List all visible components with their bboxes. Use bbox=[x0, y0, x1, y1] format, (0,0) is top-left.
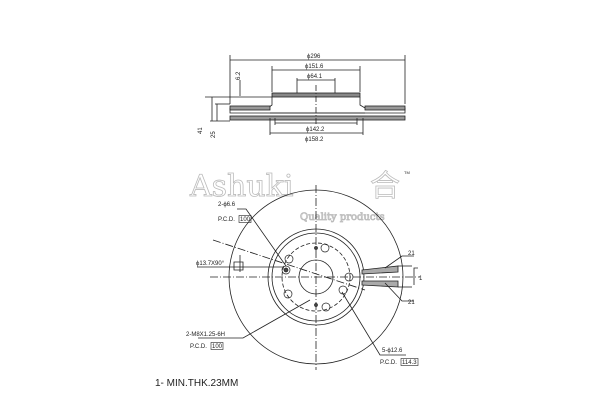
brand-tm: TM bbox=[404, 170, 410, 175]
callout-chamfer: ϕ13.7X90° bbox=[196, 261, 225, 267]
callout-small-holes-pcd-label: P.C.D. bbox=[218, 217, 235, 223]
dim-hat-inner-dia: ϕ142.2 bbox=[306, 127, 325, 133]
callout-threads-pcd-label: P.C.D. bbox=[190, 344, 207, 350]
dim-hat-thickness: 6.2 bbox=[236, 71, 242, 80]
callout-bolt-holes-pcd: 114.3 bbox=[402, 360, 417, 366]
dim-outer-dia: ϕ296 bbox=[307, 54, 321, 60]
brand-tagline: Quality products bbox=[300, 212, 385, 223]
vane-section bbox=[361, 265, 412, 288]
callout-bolt-holes: 5-ϕ12.6 bbox=[382, 348, 403, 354]
dim-hat-dia: ϕ151.6 bbox=[305, 64, 324, 70]
dim-hat-outer-dia: ϕ158.2 bbox=[305, 137, 324, 143]
dim-disc-thickness: 25 bbox=[211, 131, 217, 138]
brand-watermark: Ashuki 合 TM Quality products bbox=[189, 169, 410, 224]
callout-vane-top: 21 bbox=[408, 251, 415, 257]
bolt-holes bbox=[281, 243, 354, 312]
callout-small-holes-pcd: 100 bbox=[240, 217, 251, 223]
brand-name: Ashuki bbox=[189, 169, 293, 204]
section-view bbox=[205, 55, 406, 135]
dim-center-bore: ϕ64.1 bbox=[307, 74, 323, 80]
callout-threads: 2-M8X1.25-6H bbox=[186, 332, 225, 338]
dim-total-height: 41 bbox=[198, 127, 204, 134]
front-view bbox=[197, 185, 420, 370]
min-thickness-note: 1- MIN.THK.23MM bbox=[155, 378, 238, 389]
brand-symbol: 合 bbox=[370, 169, 400, 204]
callout-vane-bottom: 21 bbox=[408, 300, 415, 306]
callout-bolt-holes-pcd-label: P.C.D. bbox=[380, 360, 397, 366]
callout-small-holes: 2-ϕ6.6 bbox=[218, 202, 236, 208]
section-mark: 1 bbox=[419, 276, 423, 282]
callout-threads-pcd: 100 bbox=[212, 344, 223, 350]
